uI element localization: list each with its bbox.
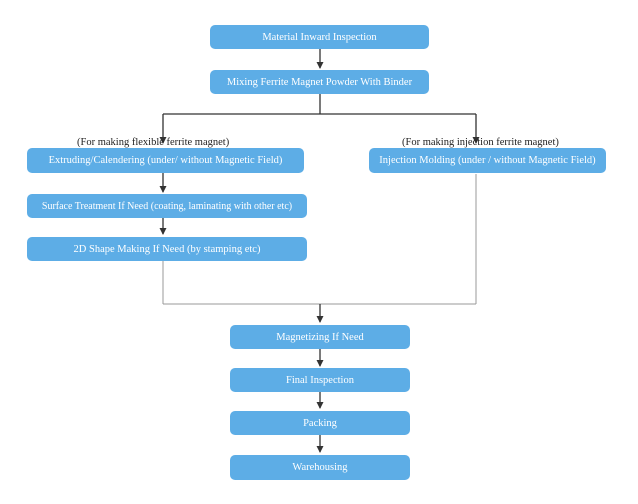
step-magnetizing: Magnetizing If Need bbox=[230, 325, 410, 349]
step-2d-shape-making: 2D Shape Making If Need (by stamping etc… bbox=[27, 237, 307, 261]
step-packing: Packing bbox=[230, 411, 410, 435]
step-mixing-ferrite-powder: Mixing Ferrite Magnet Powder With Binder bbox=[210, 70, 429, 94]
step-final-inspection: Final Inspection bbox=[230, 368, 410, 392]
branch-label-injection: (For making injection ferrite magnet) bbox=[402, 137, 559, 148]
step-material-inward-inspection: Material Inward Inspection bbox=[210, 25, 429, 49]
branch-label-flexible: (For making flexible ferrite magnet) bbox=[77, 137, 230, 148]
step-surface-treatment: Surface Treatment If Need (coating, lami… bbox=[27, 194, 307, 218]
step-warehousing: Warehousing bbox=[230, 455, 410, 480]
step-extruding-calendering: Extruding/Calendering (under/ without Ma… bbox=[27, 148, 304, 173]
step-injection-molding: Injection Molding (under / without Magne… bbox=[369, 148, 606, 173]
